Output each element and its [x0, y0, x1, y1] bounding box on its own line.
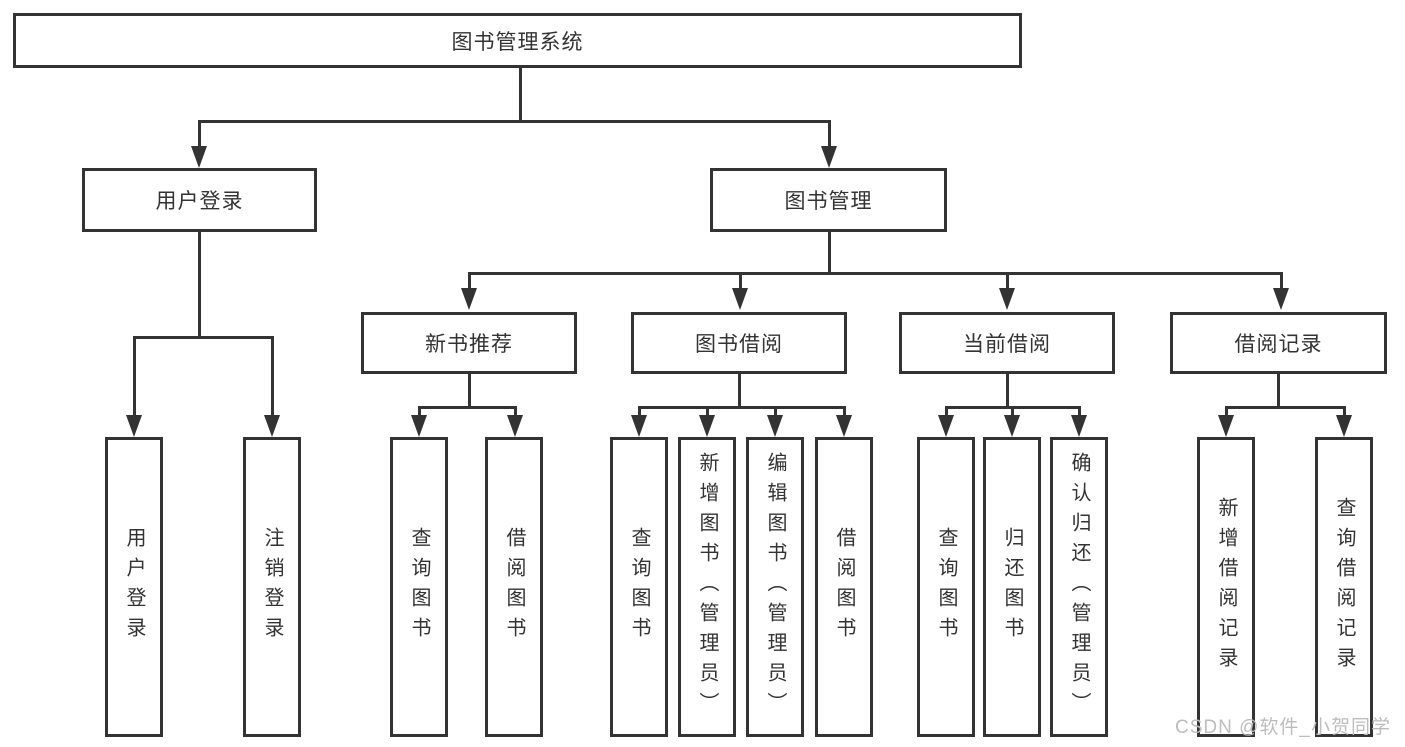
arrow-down-icon [836, 415, 852, 437]
arrow-down-icon [631, 415, 647, 437]
node-current-borrowing: 当前借阅 [899, 312, 1115, 374]
connector-root-vline [519, 68, 522, 120]
arrow-down-icon [699, 415, 715, 437]
leaf-logout: 注销登录 [243, 437, 301, 737]
arrow-down-icon [1273, 288, 1289, 310]
node-book-management-label: 图书管理 [784, 190, 873, 213]
leaf-label: 归还图书 [1001, 527, 1023, 647]
arrow-down-icon [1218, 415, 1234, 437]
leaf-borrowing-borrow-books: 借阅图书 [815, 437, 873, 737]
connector-records-stem-1 [1225, 406, 1228, 417]
arrow-down-icon [264, 415, 280, 437]
arrow-down-icon [1004, 415, 1020, 437]
connector-user-login-stem-left [133, 336, 136, 417]
node-user-login-label: 用户登录 [155, 190, 244, 213]
connector-records-vline [1277, 374, 1280, 406]
connector-book-mgmt-hline [468, 272, 1282, 275]
csdn-watermark: CSDN @软件_小贺同学 [1175, 717, 1391, 738]
leaf-label: 查询借阅记录 [1333, 497, 1355, 677]
node-root: 图书管理系统 [13, 13, 1022, 68]
node-borrowing-records-label: 借阅记录 [1234, 333, 1323, 356]
connector-book-mgmt-stem-4 [1280, 272, 1283, 290]
connector-current-vline [1006, 374, 1009, 406]
leaf-label: 借阅图书 [833, 527, 855, 647]
leaf-current-query-books: 查询图书 [917, 437, 975, 737]
connector-borrowing-hline [638, 406, 845, 409]
node-book-borrowing: 图书借阅 [631, 312, 847, 374]
leaf-label: 查询图书 [408, 527, 430, 647]
connector-records-stem-2 [1343, 406, 1346, 417]
node-root-label: 图书管理系统 [451, 30, 584, 54]
leaf-recommend-borrow-books: 借阅图书 [485, 437, 543, 737]
arrow-down-icon [821, 146, 837, 168]
connector-current-stem-3 [1078, 406, 1081, 417]
connector-current-stem-2 [1011, 406, 1014, 417]
connector-root-stem-left [198, 120, 201, 148]
leaf-label: 用户登录 [123, 527, 145, 647]
connector-records-hline [1225, 406, 1345, 409]
node-current-borrowing-label: 当前借阅 [963, 333, 1051, 356]
connector-borrowing-stem-3 [774, 406, 777, 417]
connector-book-mgmt-stem-3 [1006, 272, 1009, 290]
connector-root-hline [198, 120, 831, 123]
leaf-add-books-admin: 新增图书（管理员） [678, 437, 736, 737]
leaf-label: 查询图书 [628, 527, 650, 647]
leaf-edit-books-admin: 编辑图书（管理员） [746, 437, 804, 737]
node-user-login: 用户登录 [82, 168, 317, 232]
leaf-return-books: 归还图书 [983, 437, 1041, 737]
node-book-borrowing-label: 图书借阅 [695, 333, 783, 356]
leaf-recommend-query-books: 查询图书 [390, 437, 448, 737]
leaf-add-borrow-record: 新增借阅记录 [1197, 437, 1255, 737]
connector-user-login-hline [133, 336, 274, 339]
leaf-label: 编辑图书（管理员） [764, 452, 786, 722]
leaf-label: 新增图书（管理员） [696, 452, 718, 722]
connector-user-login-stem-right [271, 336, 274, 417]
leaf-query-borrow-record: 查询借阅记录 [1315, 437, 1373, 737]
connector-user-login-vline [198, 232, 201, 336]
arrow-down-icon [1071, 415, 1087, 437]
connector-root-stem-right [828, 120, 831, 148]
arrow-down-icon [999, 288, 1015, 310]
arrow-down-icon [461, 288, 477, 310]
arrow-down-icon [507, 415, 523, 437]
connector-recommend-vline [468, 374, 471, 406]
connector-recommend-stem-1 [418, 406, 421, 417]
leaf-label: 借阅图书 [503, 527, 525, 647]
leaf-label: 注销登录 [261, 527, 283, 647]
connector-borrowing-stem-4 [843, 406, 846, 417]
connector-book-mgmt-vline [828, 232, 831, 272]
connector-book-mgmt-stem-1 [468, 272, 471, 290]
arrow-down-icon [126, 415, 142, 437]
connector-recommend-stem-2 [514, 406, 517, 417]
connector-recommend-hline [418, 406, 516, 409]
connector-borrowing-stem-1 [638, 406, 641, 417]
leaf-label: 确认归还（管理员） [1068, 452, 1090, 722]
node-book-management: 图书管理 [710, 168, 947, 232]
node-new-book-recommendation-label: 新书推荐 [425, 333, 513, 356]
connector-book-mgmt-stem-2 [739, 272, 742, 290]
leaf-confirm-return-admin: 确认归还（管理员） [1050, 437, 1108, 737]
arrow-down-icon [767, 415, 783, 437]
arrow-down-icon [732, 288, 748, 310]
arrow-down-icon [191, 146, 207, 168]
leaf-label: 新增借阅记录 [1215, 497, 1237, 677]
arrow-down-icon [411, 415, 427, 437]
leaf-label: 查询图书 [935, 527, 957, 647]
leaf-user-login: 用户登录 [105, 437, 163, 737]
node-new-book-recommendation: 新书推荐 [361, 312, 577, 374]
arrow-down-icon [938, 415, 954, 437]
connector-current-stem-1 [945, 406, 948, 417]
connector-borrowing-vline [738, 374, 741, 406]
leaf-borrowing-query-books: 查询图书 [610, 437, 668, 737]
arrow-down-icon [1336, 415, 1352, 437]
node-borrowing-records: 借阅记录 [1170, 312, 1387, 374]
connector-borrowing-stem-2 [706, 406, 709, 417]
